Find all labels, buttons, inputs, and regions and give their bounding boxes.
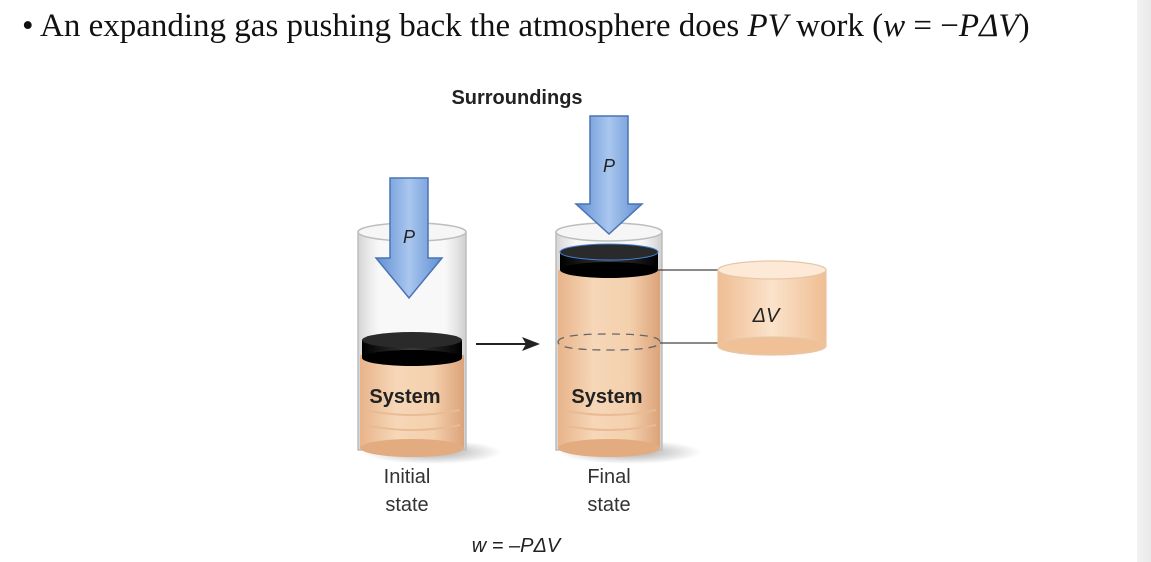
final-pressure-arrow-icon	[574, 115, 644, 236]
heading-text-after: )	[1018, 8, 1030, 44]
delta-v-label: ΔV	[752, 305, 781, 327]
work-equation: w = –PΔV	[472, 535, 562, 557]
final-state-line2: state	[587, 494, 630, 516]
heading-w: w	[883, 8, 906, 44]
initial-pressure-label: P	[403, 227, 415, 247]
heading-eq: = −	[905, 8, 959, 44]
heading-pv: PV	[747, 8, 788, 44]
final-cylinder	[555, 222, 702, 464]
final-pressure-label: P	[603, 156, 615, 176]
initial-state-line2: state	[385, 494, 428, 516]
initial-pressure-arrow-icon	[374, 177, 444, 300]
delta-v-cylinder	[717, 260, 827, 356]
final-state-line1: Final	[587, 466, 630, 488]
initial-position-outline	[557, 333, 661, 351]
final-system-label: System	[571, 386, 642, 408]
initial-gas	[360, 355, 464, 448]
heading-pdv: PΔV	[958, 8, 1019, 44]
right-edge-strip	[1137, 0, 1151, 562]
initial-piston	[362, 332, 462, 366]
initial-system-label: System	[369, 386, 440, 408]
transition-arrow-icon	[476, 337, 540, 351]
surroundings-label: Surroundings	[451, 87, 582, 109]
bullet-mark: •	[22, 8, 34, 44]
bullet-heading: • An expanding gas pushing back the atmo…	[22, 8, 1030, 45]
heading-text-middle: work (	[787, 8, 884, 44]
final-piston	[559, 243, 659, 278]
heading-text-before: An expanding gas pushing back the atmosp…	[40, 8, 748, 44]
initial-state-line1: Initial	[384, 466, 431, 488]
delta-v-connector	[658, 269, 718, 344]
final-gas	[558, 270, 660, 448]
